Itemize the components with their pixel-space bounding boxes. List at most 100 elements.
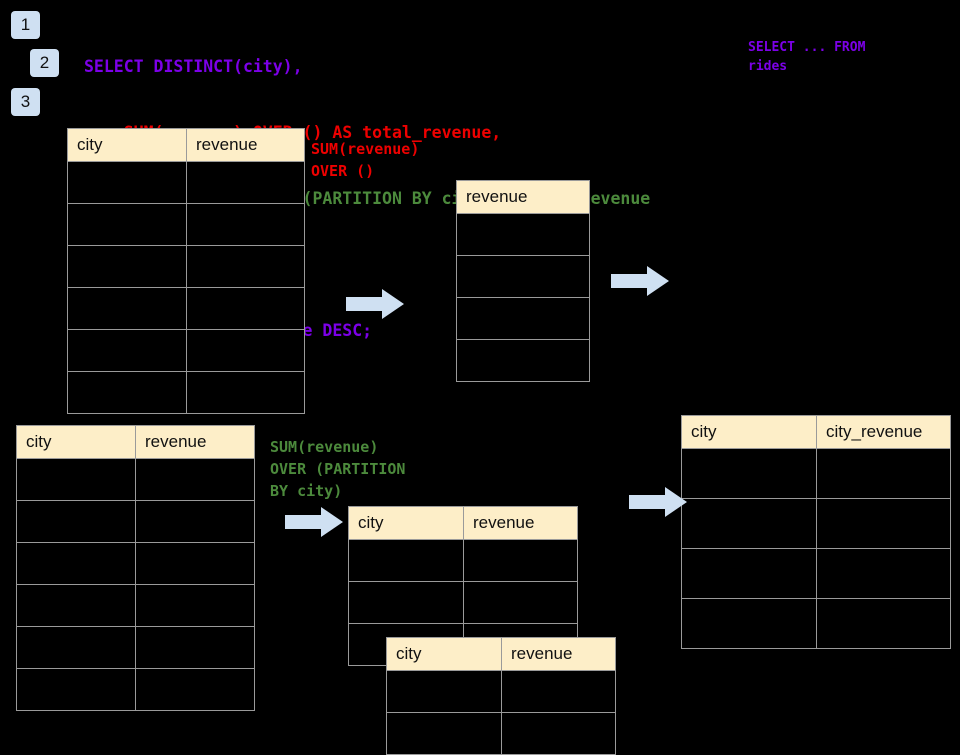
cell-city-revenue bbox=[816, 598, 951, 649]
cell-city bbox=[348, 539, 464, 582]
table-row bbox=[16, 626, 255, 669]
cell-revenue bbox=[135, 500, 255, 543]
column-header-revenue: revenue bbox=[186, 128, 305, 162]
cell-city bbox=[67, 161, 187, 204]
cell-city bbox=[16, 584, 136, 627]
cell-city bbox=[16, 542, 136, 585]
cell-revenue bbox=[501, 670, 616, 713]
column-header-city: city bbox=[67, 128, 187, 162]
arrow-right-icon bbox=[346, 289, 404, 319]
cell-revenue bbox=[186, 245, 305, 288]
table-row bbox=[67, 371, 305, 414]
cell-revenue bbox=[456, 255, 590, 298]
column-header-revenue: revenue bbox=[501, 637, 616, 671]
table-row bbox=[681, 598, 951, 649]
table-row bbox=[16, 458, 255, 501]
cell-city bbox=[386, 712, 502, 755]
arrow-right-icon bbox=[629, 487, 687, 517]
step-badge-2: 2 bbox=[30, 49, 59, 77]
table-row bbox=[456, 213, 590, 256]
cell-city bbox=[681, 548, 817, 599]
column-header-revenue: revenue bbox=[456, 180, 590, 214]
cell-city bbox=[16, 458, 136, 501]
table-row bbox=[681, 498, 951, 549]
cell-city bbox=[16, 626, 136, 669]
cell-revenue bbox=[456, 297, 590, 340]
cell-city bbox=[67, 371, 187, 414]
cell-city bbox=[67, 329, 187, 372]
arrow-right-icon bbox=[611, 266, 669, 296]
table-total-revenue: revenue bbox=[456, 180, 590, 382]
column-header-revenue: revenue bbox=[463, 506, 578, 540]
cell-city-revenue bbox=[816, 448, 951, 499]
annotation-sum-over-partition: SUM(revenue) OVER (PARTITION BY city) bbox=[270, 438, 406, 500]
table-row bbox=[67, 161, 305, 204]
table-row bbox=[386, 712, 616, 755]
column-header-revenue: revenue bbox=[135, 425, 255, 459]
cell-city bbox=[681, 448, 817, 499]
table-row bbox=[16, 668, 255, 711]
cell-revenue bbox=[463, 581, 578, 624]
table-row bbox=[386, 670, 616, 713]
cell-revenue bbox=[456, 339, 590, 382]
cell-city bbox=[67, 245, 187, 288]
cell-revenue bbox=[135, 458, 255, 501]
table-header-row: revenue bbox=[456, 180, 590, 214]
cell-revenue bbox=[135, 668, 255, 711]
table-row bbox=[67, 203, 305, 246]
table-rides-source-top: city revenue bbox=[67, 128, 305, 414]
cell-city-revenue bbox=[816, 548, 951, 599]
step-badge-1: 1 bbox=[11, 11, 40, 39]
table-row bbox=[67, 329, 305, 372]
cell-city bbox=[681, 598, 817, 649]
column-header-city: city bbox=[681, 415, 817, 449]
table-row bbox=[67, 287, 305, 330]
table-partition-group-a: city revenue bbox=[348, 506, 578, 666]
column-header-city: city bbox=[16, 425, 136, 459]
column-header-city: city bbox=[348, 506, 464, 540]
cell-revenue bbox=[186, 203, 305, 246]
cell-revenue bbox=[186, 161, 305, 204]
cell-city bbox=[67, 203, 187, 246]
cell-revenue bbox=[463, 539, 578, 582]
table-partition-group-b: city revenue bbox=[386, 637, 616, 755]
cell-revenue bbox=[186, 371, 305, 414]
annotation-sum-over-empty: SUM(revenue) OVER () bbox=[311, 140, 420, 180]
table-row bbox=[348, 581, 578, 624]
table-row bbox=[16, 584, 255, 627]
table-row bbox=[456, 339, 590, 382]
table-header-row: city revenue bbox=[386, 637, 616, 671]
column-header-city-revenue: city_revenue bbox=[816, 415, 951, 449]
cell-revenue bbox=[186, 287, 305, 330]
table-row bbox=[16, 500, 255, 543]
cell-revenue bbox=[135, 626, 255, 669]
table-row bbox=[456, 297, 590, 340]
table-rides-source-bottom: city revenue bbox=[16, 425, 255, 711]
cell-city bbox=[16, 668, 136, 711]
arrow-right-icon bbox=[285, 507, 343, 537]
table-row bbox=[16, 542, 255, 585]
cell-city bbox=[681, 498, 817, 549]
table-row bbox=[456, 255, 590, 298]
column-header-city: city bbox=[386, 637, 502, 671]
cell-city-revenue bbox=[816, 498, 951, 549]
table-row bbox=[67, 245, 305, 288]
table-header-row: city revenue bbox=[348, 506, 578, 540]
side-note-select-from: SELECT ... FROM rides bbox=[748, 40, 866, 74]
table-row bbox=[681, 548, 951, 599]
table-header-row: city revenue bbox=[16, 425, 255, 459]
cell-revenue bbox=[501, 712, 616, 755]
table-row bbox=[348, 539, 578, 582]
cell-city bbox=[386, 670, 502, 713]
cell-revenue bbox=[186, 329, 305, 372]
sql-line-select: SELECT DISTINCT(city), bbox=[84, 57, 303, 76]
table-header-row: city city_revenue bbox=[681, 415, 951, 449]
cell-revenue bbox=[456, 213, 590, 256]
cell-city bbox=[67, 287, 187, 330]
cell-revenue bbox=[135, 542, 255, 585]
cell-city bbox=[348, 581, 464, 624]
step-badge-3: 3 bbox=[11, 88, 40, 116]
table-final-result: city city_revenue bbox=[681, 415, 951, 649]
table-header-row: city revenue bbox=[67, 128, 305, 162]
cell-city bbox=[16, 500, 136, 543]
